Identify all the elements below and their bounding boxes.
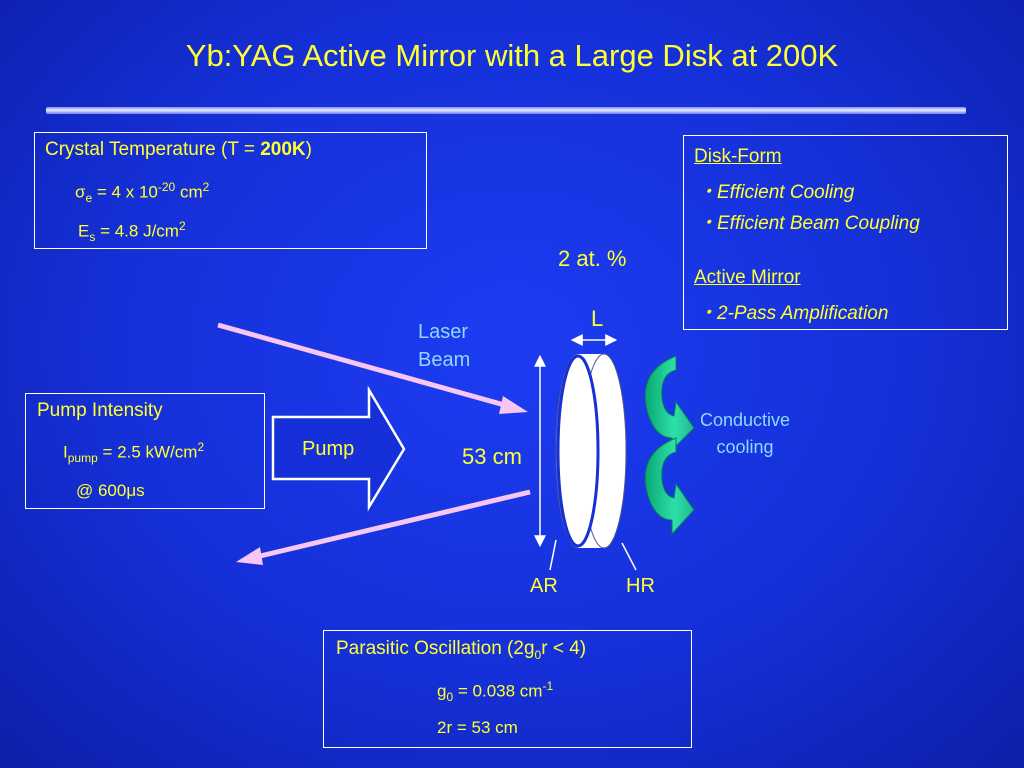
pump-intensity-value: Ipump = 2.5 kW/cm2 bbox=[63, 440, 205, 466]
slide-title: Yb:YAG Active Mirror with a Large Disk a… bbox=[185, 38, 839, 73]
hr-label: HR bbox=[626, 575, 655, 597]
cooling-arrow-lower bbox=[644, 437, 695, 536]
incoming-laser-beam bbox=[217, 322, 528, 414]
hr-leader-line bbox=[621, 542, 637, 571]
disk-diameter-line: 2r = 53 cm bbox=[437, 718, 518, 737]
disk-form-bullet-2: ・Efficient Beam Coupling bbox=[698, 213, 920, 234]
pump-intensity-box: Pump Intensity Ipump = 2.5 kW/cm2 @ 600μ… bbox=[25, 393, 265, 509]
parasitic-oscillation-box: Parasitic Oscillation (2g0r < 4) g0 = 0.… bbox=[323, 630, 692, 748]
cooling-label-1: Conductive bbox=[700, 410, 790, 430]
disk-form-bullet-1: ・Efficient Cooling bbox=[698, 182, 855, 203]
active-mirror-bullet: ・2-Pass Amplification bbox=[698, 303, 889, 324]
pump-intensity-heading: Pump Intensity bbox=[37, 400, 163, 421]
pump-arrow bbox=[271, 385, 406, 512]
title-divider bbox=[46, 107, 966, 114]
parasitic-oscillation-heading: Parasitic Oscillation (2g0r < 4) bbox=[336, 638, 587, 662]
outgoing-laser-beam bbox=[236, 489, 531, 565]
gain-coefficient-line: g0 = 0.038 cm-1 bbox=[437, 679, 554, 705]
sigma-symbol: σ bbox=[75, 182, 86, 202]
pump-duration: @ 600μs bbox=[76, 481, 145, 500]
pump-label: Pump bbox=[302, 438, 354, 460]
saturation-fluence-line: Es = 4.8 J/cm2 bbox=[78, 219, 186, 245]
cooling-label-2: cooling bbox=[716, 437, 773, 457]
ar-leader-line bbox=[549, 539, 557, 571]
temperature-value: 200K bbox=[260, 139, 306, 160]
laser-beam-label-1: Laser bbox=[418, 321, 468, 343]
crystal-temperature-box: Crystal Temperature (T = 200K) σe = 4 x … bbox=[34, 132, 427, 249]
ar-label: AR bbox=[530, 575, 558, 597]
cross-section-line: σe = 4 x 10-20 cm2 bbox=[75, 180, 210, 206]
crystal-temperature-heading: Crystal Temperature (T = 200K) bbox=[45, 139, 312, 160]
diameter-label: 53 cm bbox=[462, 444, 522, 469]
active-mirror-heading: Active Mirror bbox=[694, 267, 801, 288]
cooling-arrow-upper bbox=[644, 355, 695, 452]
thickness-label: L bbox=[591, 306, 603, 331]
laser-beam-label-2: Beam bbox=[418, 349, 470, 371]
disk-crystal bbox=[555, 353, 627, 549]
disk-form-heading: Disk-Form bbox=[694, 146, 782, 167]
disk-form-box: Disk-Form ・Efficient Cooling ・Efficient … bbox=[683, 135, 1008, 330]
doping-label: 2 at. % bbox=[558, 246, 626, 271]
